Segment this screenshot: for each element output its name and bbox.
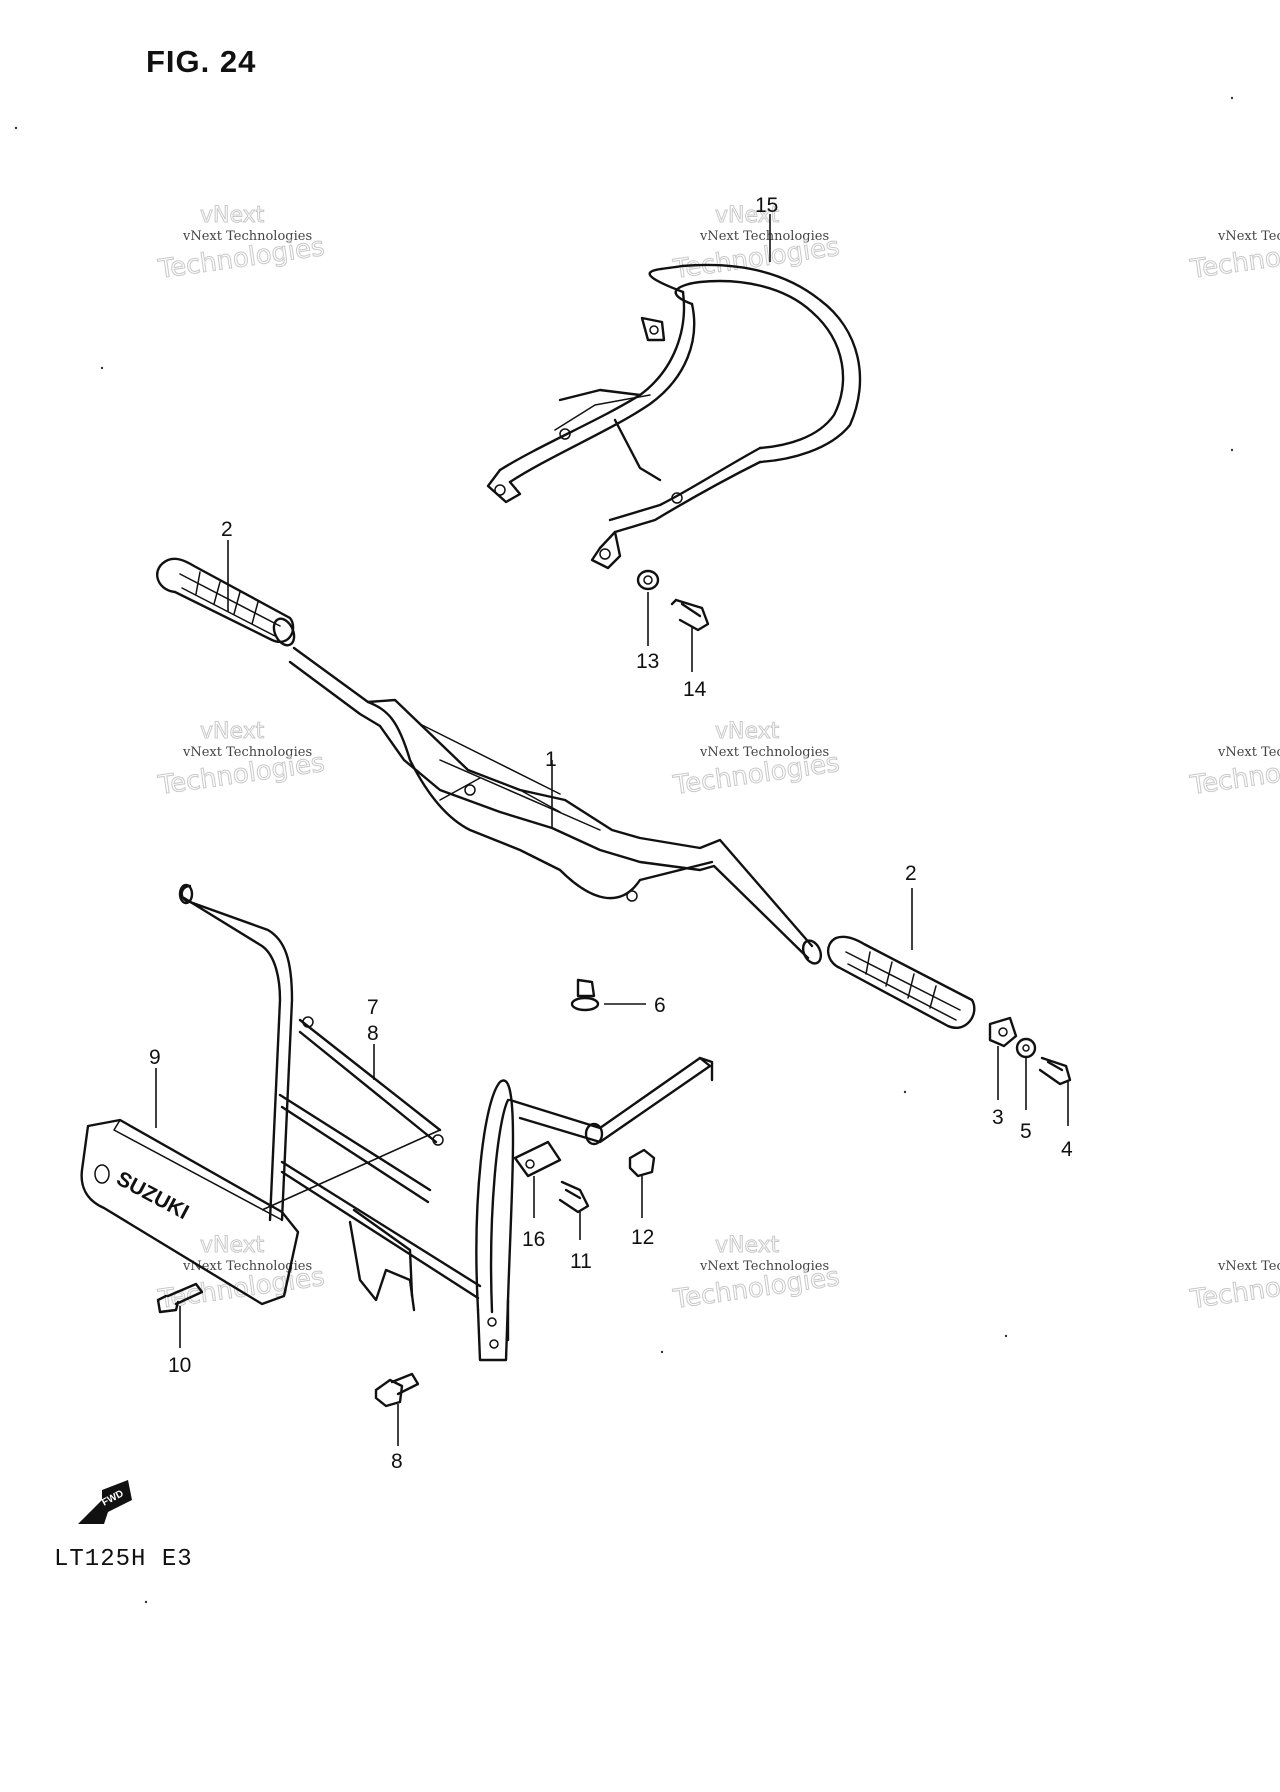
callout-16: 16 bbox=[522, 1228, 545, 1251]
svg-text:vNext Technologies: vNext Technologies bbox=[1217, 745, 1280, 760]
callout-13: 15 bbox=[755, 194, 778, 217]
callout-7: 7 bbox=[367, 996, 379, 1019]
callout-1: 1 bbox=[545, 748, 557, 771]
leader-lines bbox=[155, 214, 1069, 1446]
svg-text:vNext Technologies: vNext Technologies bbox=[182, 745, 312, 760]
svg-text:vNext Technologies: vNext Technologies bbox=[1217, 229, 1280, 244]
callout-9: 9 bbox=[149, 1046, 161, 1069]
callout-2-left: 2 bbox=[221, 518, 233, 541]
callout-4: 4 bbox=[1061, 1138, 1073, 1161]
fwd-arrow-icon: FWD bbox=[78, 1480, 132, 1524]
callout-15: 13 bbox=[636, 650, 659, 673]
part-13-rear-carrier bbox=[486, 263, 862, 570]
watermark-top-left: vNext vNext Technologies Technologies bbox=[155, 203, 327, 286]
watermark-mid-right: vNext Technologies Technologies bbox=[1187, 745, 1280, 802]
scan-specks bbox=[14, 96, 1234, 1604]
callout-8-upper: 8 bbox=[367, 1022, 379, 1045]
part-3-bracket bbox=[988, 1016, 1018, 1048]
svg-text:vNext: vNext bbox=[200, 203, 265, 228]
part-11-bolt bbox=[558, 1180, 590, 1214]
callout-12: 12 bbox=[631, 1226, 654, 1249]
callout-2-right: 2 bbox=[905, 862, 917, 885]
part-15-washer bbox=[636, 569, 660, 591]
part-10-bolt bbox=[156, 1282, 204, 1314]
svg-text:vNext Technologies: vNext Technologies bbox=[182, 229, 312, 244]
part-12-nut bbox=[628, 1148, 656, 1178]
svg-text:vNext: vNext bbox=[715, 719, 780, 744]
part-4-bolt bbox=[1038, 1056, 1072, 1086]
part-1-footrest-bar bbox=[288, 646, 823, 965]
brand-plate-text: SUZUKI bbox=[113, 1167, 193, 1224]
svg-text:vNext Technologies: vNext Technologies bbox=[699, 229, 829, 244]
callout-8-lower: 8 bbox=[391, 1450, 403, 1473]
part-8-bolt bbox=[374, 1372, 420, 1408]
watermark-mid-left: vNext vNext Technologies Technologies bbox=[155, 719, 327, 802]
svg-text:vNext: vNext bbox=[200, 719, 265, 744]
callout-6: 6 bbox=[654, 994, 666, 1017]
watermarks: vNext vNext Technologies Technologies vN… bbox=[155, 203, 1280, 1316]
svg-text:vNext: vNext bbox=[200, 1233, 265, 1258]
svg-text:vNext: vNext bbox=[715, 1233, 780, 1258]
watermark-bottom-center: vNext vNext Technologies Technologies bbox=[670, 1233, 842, 1316]
figure-title: FIG. 24 bbox=[146, 44, 257, 79]
callout-10: 10 bbox=[168, 1354, 191, 1377]
part-6-bolt bbox=[570, 978, 600, 1012]
callouts: 15 2 13 14 1 2 6 7 8 9 3 5 4 16 11 12 10… bbox=[149, 194, 1073, 1473]
part-2-right-footpeg bbox=[827, 935, 976, 1029]
svg-text:vNext Technologies: vNext Technologies bbox=[1217, 1259, 1280, 1274]
watermark-bottom-right: vNext Technologies Technologies bbox=[1187, 1259, 1280, 1316]
callout-11: 11 bbox=[570, 1250, 592, 1273]
svg-text:vNext Technologies: vNext Technologies bbox=[699, 745, 829, 760]
callout-3: 3 bbox=[992, 1106, 1004, 1129]
part-14-bolt bbox=[670, 598, 710, 632]
svg-text:vNext Technologies: vNext Technologies bbox=[182, 1259, 312, 1274]
watermark-mid-center: vNext vNext Technologies Technologies bbox=[670, 719, 842, 802]
part-7-front-guard bbox=[178, 883, 714, 1362]
watermark-top-right: vNext Technologies Technologies bbox=[1187, 229, 1280, 286]
callout-14: 14 bbox=[683, 678, 707, 701]
callout-5: 5 bbox=[1020, 1120, 1032, 1143]
svg-text:vNext Technologies: vNext Technologies bbox=[699, 1259, 829, 1274]
part-5-washer bbox=[1015, 1037, 1037, 1059]
model-code: LT125H E3 bbox=[54, 1546, 193, 1573]
